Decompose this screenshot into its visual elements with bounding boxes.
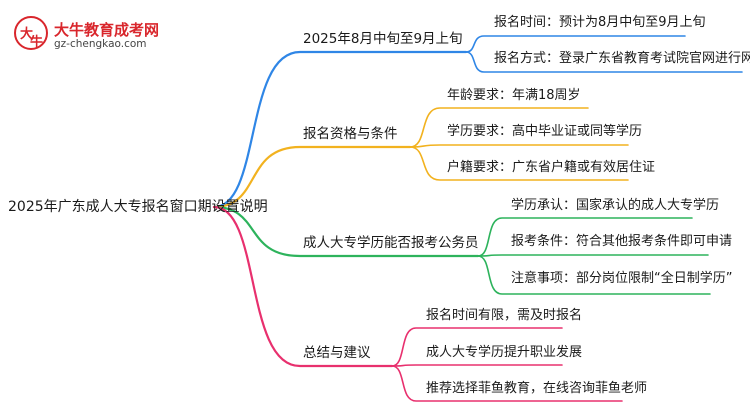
logo-mark-char: 大 xyxy=(20,27,34,42)
leaf-topic: 推荐选择菲鱼教育，在线咨询菲鱼老师 xyxy=(426,381,648,396)
logo-mark-icon: 大 牛 xyxy=(14,16,48,50)
leaf-connector xyxy=(409,144,629,148)
root-topic: 2025年广东成人大专报名窗口期设置说明 xyxy=(8,199,268,215)
leaf-connector xyxy=(477,255,711,295)
leaf-topic: 注意事项：部分岗位限制“全日制学历” xyxy=(511,271,733,286)
leaf-topic: 学历要求：高中毕业证或同等学历 xyxy=(447,124,643,139)
leaf-topic: 成人大专学历提升职业发展 xyxy=(426,345,583,360)
leaf-connector xyxy=(391,327,563,367)
branch-connector xyxy=(212,145,412,209)
leaf-connector xyxy=(465,51,743,73)
branch-topic-2: 报名资格与条件 xyxy=(303,126,398,142)
branch-connector xyxy=(212,205,480,258)
leaf-topic: 报考条件：符合其他报考条件即可申请 xyxy=(511,234,733,249)
leaf-connector xyxy=(477,217,693,257)
branch-topic-1: 2025年8月中旬至9月上旬 xyxy=(303,31,463,47)
leaf-connector xyxy=(391,365,623,402)
leaf-connector xyxy=(409,146,629,181)
logo-title: 大牛教育成考网 xyxy=(54,21,160,39)
leaf-topic: 报名时间有限，需及时报名 xyxy=(426,308,583,323)
leaf-connector xyxy=(409,107,589,148)
branch-topic-4: 总结与建议 xyxy=(303,345,371,361)
branch-topic-3: 成人大专学历能否报考公务员 xyxy=(303,235,479,251)
logo: 大 牛 大牛教育成考网 gz-chengkao.com xyxy=(14,16,162,52)
leaf-topic: 报名方式：登录广东省教育考试院官网进行网上报名 xyxy=(494,51,750,66)
leaf-topic: 学历承认：国家承认的成人大专学历 xyxy=(511,198,720,213)
leaf-topic: 年龄要求：年满18周岁 xyxy=(447,88,581,103)
branch-connector xyxy=(212,50,468,209)
leaf-topic: 户籍要求：广东省户籍或有效居住证 xyxy=(447,160,656,175)
leaf-connector xyxy=(477,254,709,257)
leaf-connector xyxy=(391,364,563,367)
leaf-connector xyxy=(465,35,686,53)
branch-connector xyxy=(212,205,394,368)
leaf-topic: 报名时间：预计为8月中旬至9月上旬 xyxy=(494,15,706,30)
logo-mark-char: 牛 xyxy=(30,35,44,50)
logo-url: gz-chengkao.com xyxy=(54,38,147,50)
